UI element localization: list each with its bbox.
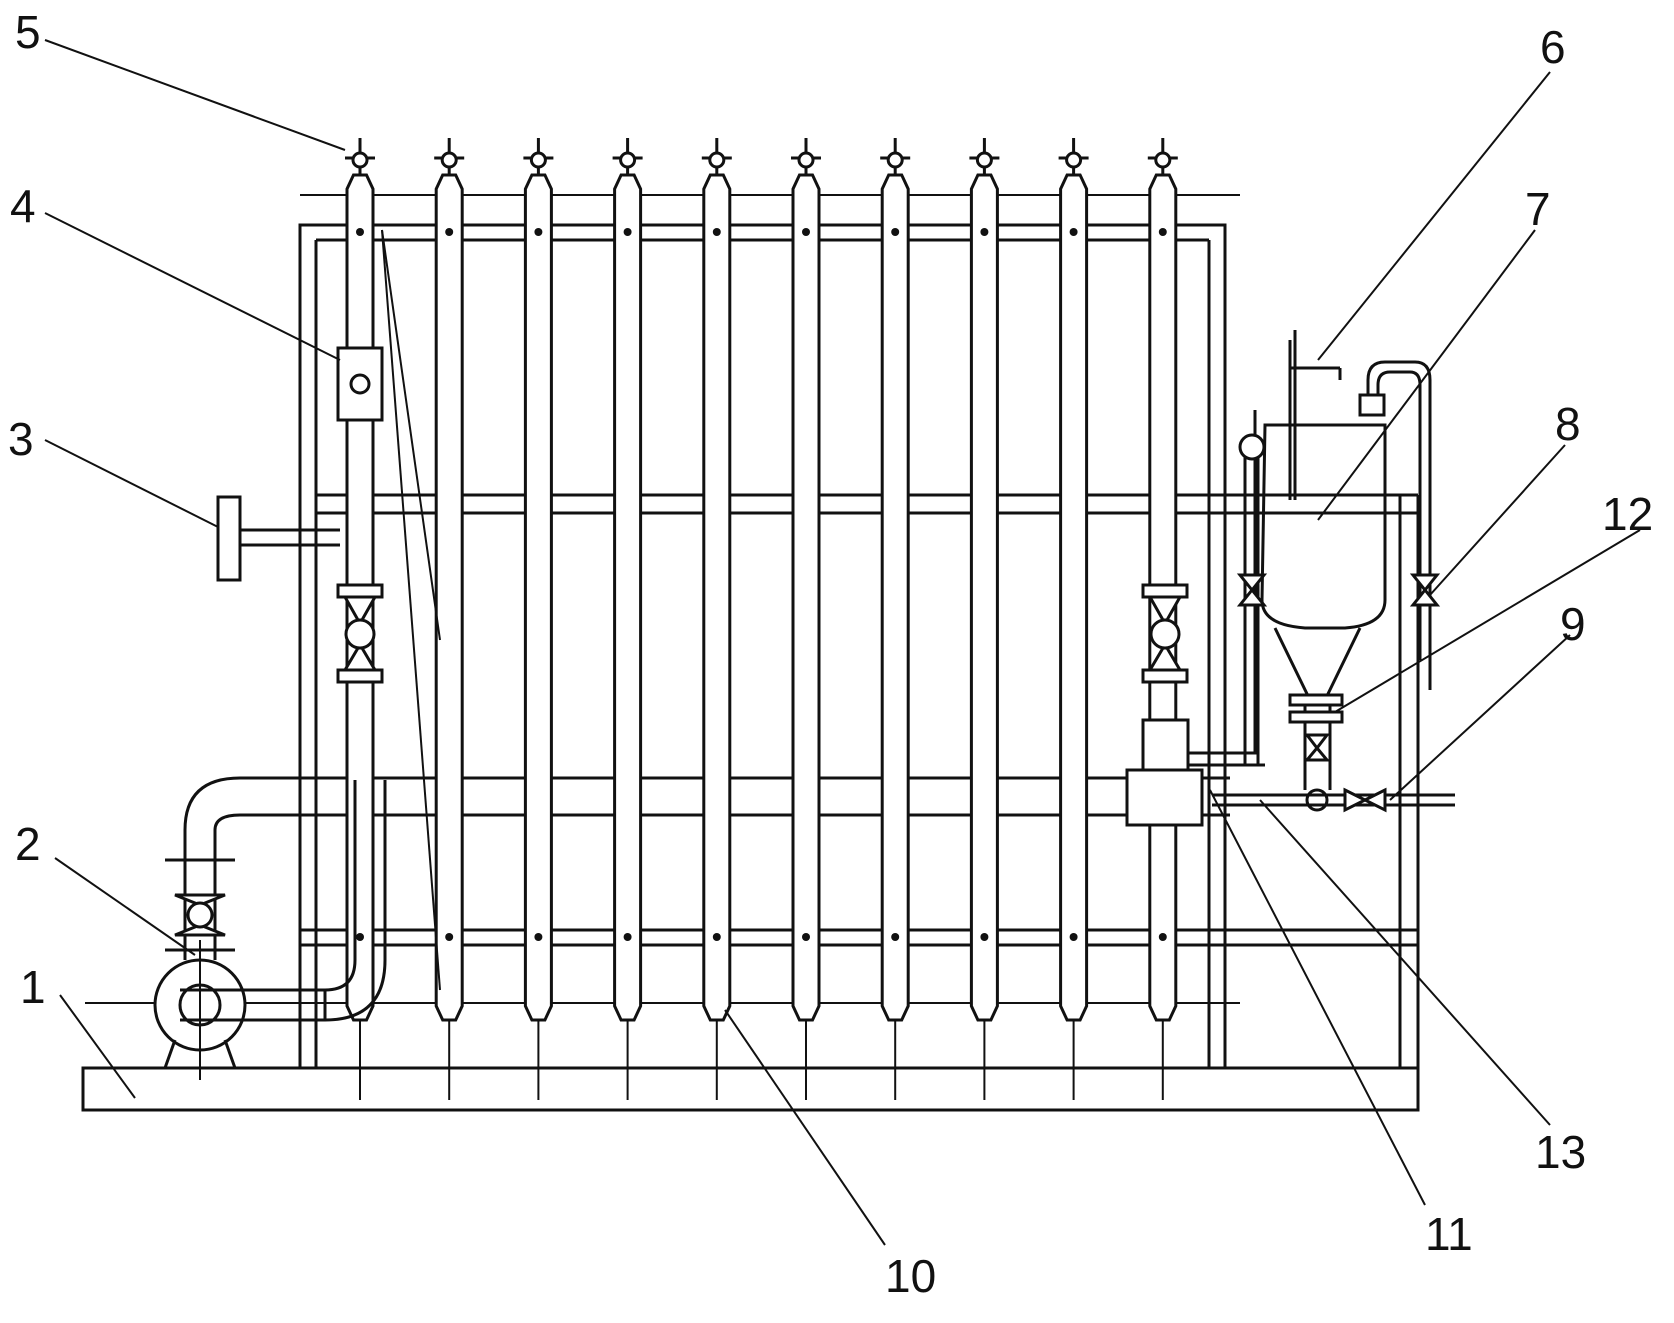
filter-tube [701, 138, 732, 1100]
label-5: 5 [15, 6, 41, 58]
filter-tube [612, 138, 643, 1100]
filter-tube [434, 138, 465, 1100]
frame [85, 194, 1420, 1070]
label-9: 9 [1560, 598, 1586, 650]
filter-tubes [345, 138, 1178, 1100]
pump [153, 776, 387, 1080]
leader-lines [44, 39, 1641, 1246]
filter-tube [1058, 138, 1089, 1100]
label-1: 1 [20, 961, 46, 1013]
label-4: 4 [10, 180, 36, 232]
filter-tube [969, 138, 1000, 1100]
handle [216, 495, 340, 582]
label-10: 10 [885, 1250, 936, 1302]
label-12: 12 [1602, 488, 1653, 540]
label-6: 6 [1540, 21, 1566, 73]
dosing-tank [1212, 330, 1455, 813]
label-11: 11 [1425, 1208, 1473, 1260]
label-13: 13 [1535, 1126, 1586, 1178]
filter-tube [791, 138, 821, 1100]
filter-tube [523, 138, 554, 1100]
left-column [336, 229, 441, 991]
right-column-valve [1125, 410, 1265, 827]
label-3: 3 [8, 413, 34, 465]
label-2: 2 [15, 818, 41, 870]
label-8: 8 [1555, 398, 1581, 450]
label-7: 7 [1525, 183, 1551, 235]
filter-tube [880, 138, 911, 1100]
base-plate [81, 1066, 1420, 1112]
part-labels: 5 4 3 2 1 6 7 8 12 9 10 11 13 [8, 6, 1653, 1302]
